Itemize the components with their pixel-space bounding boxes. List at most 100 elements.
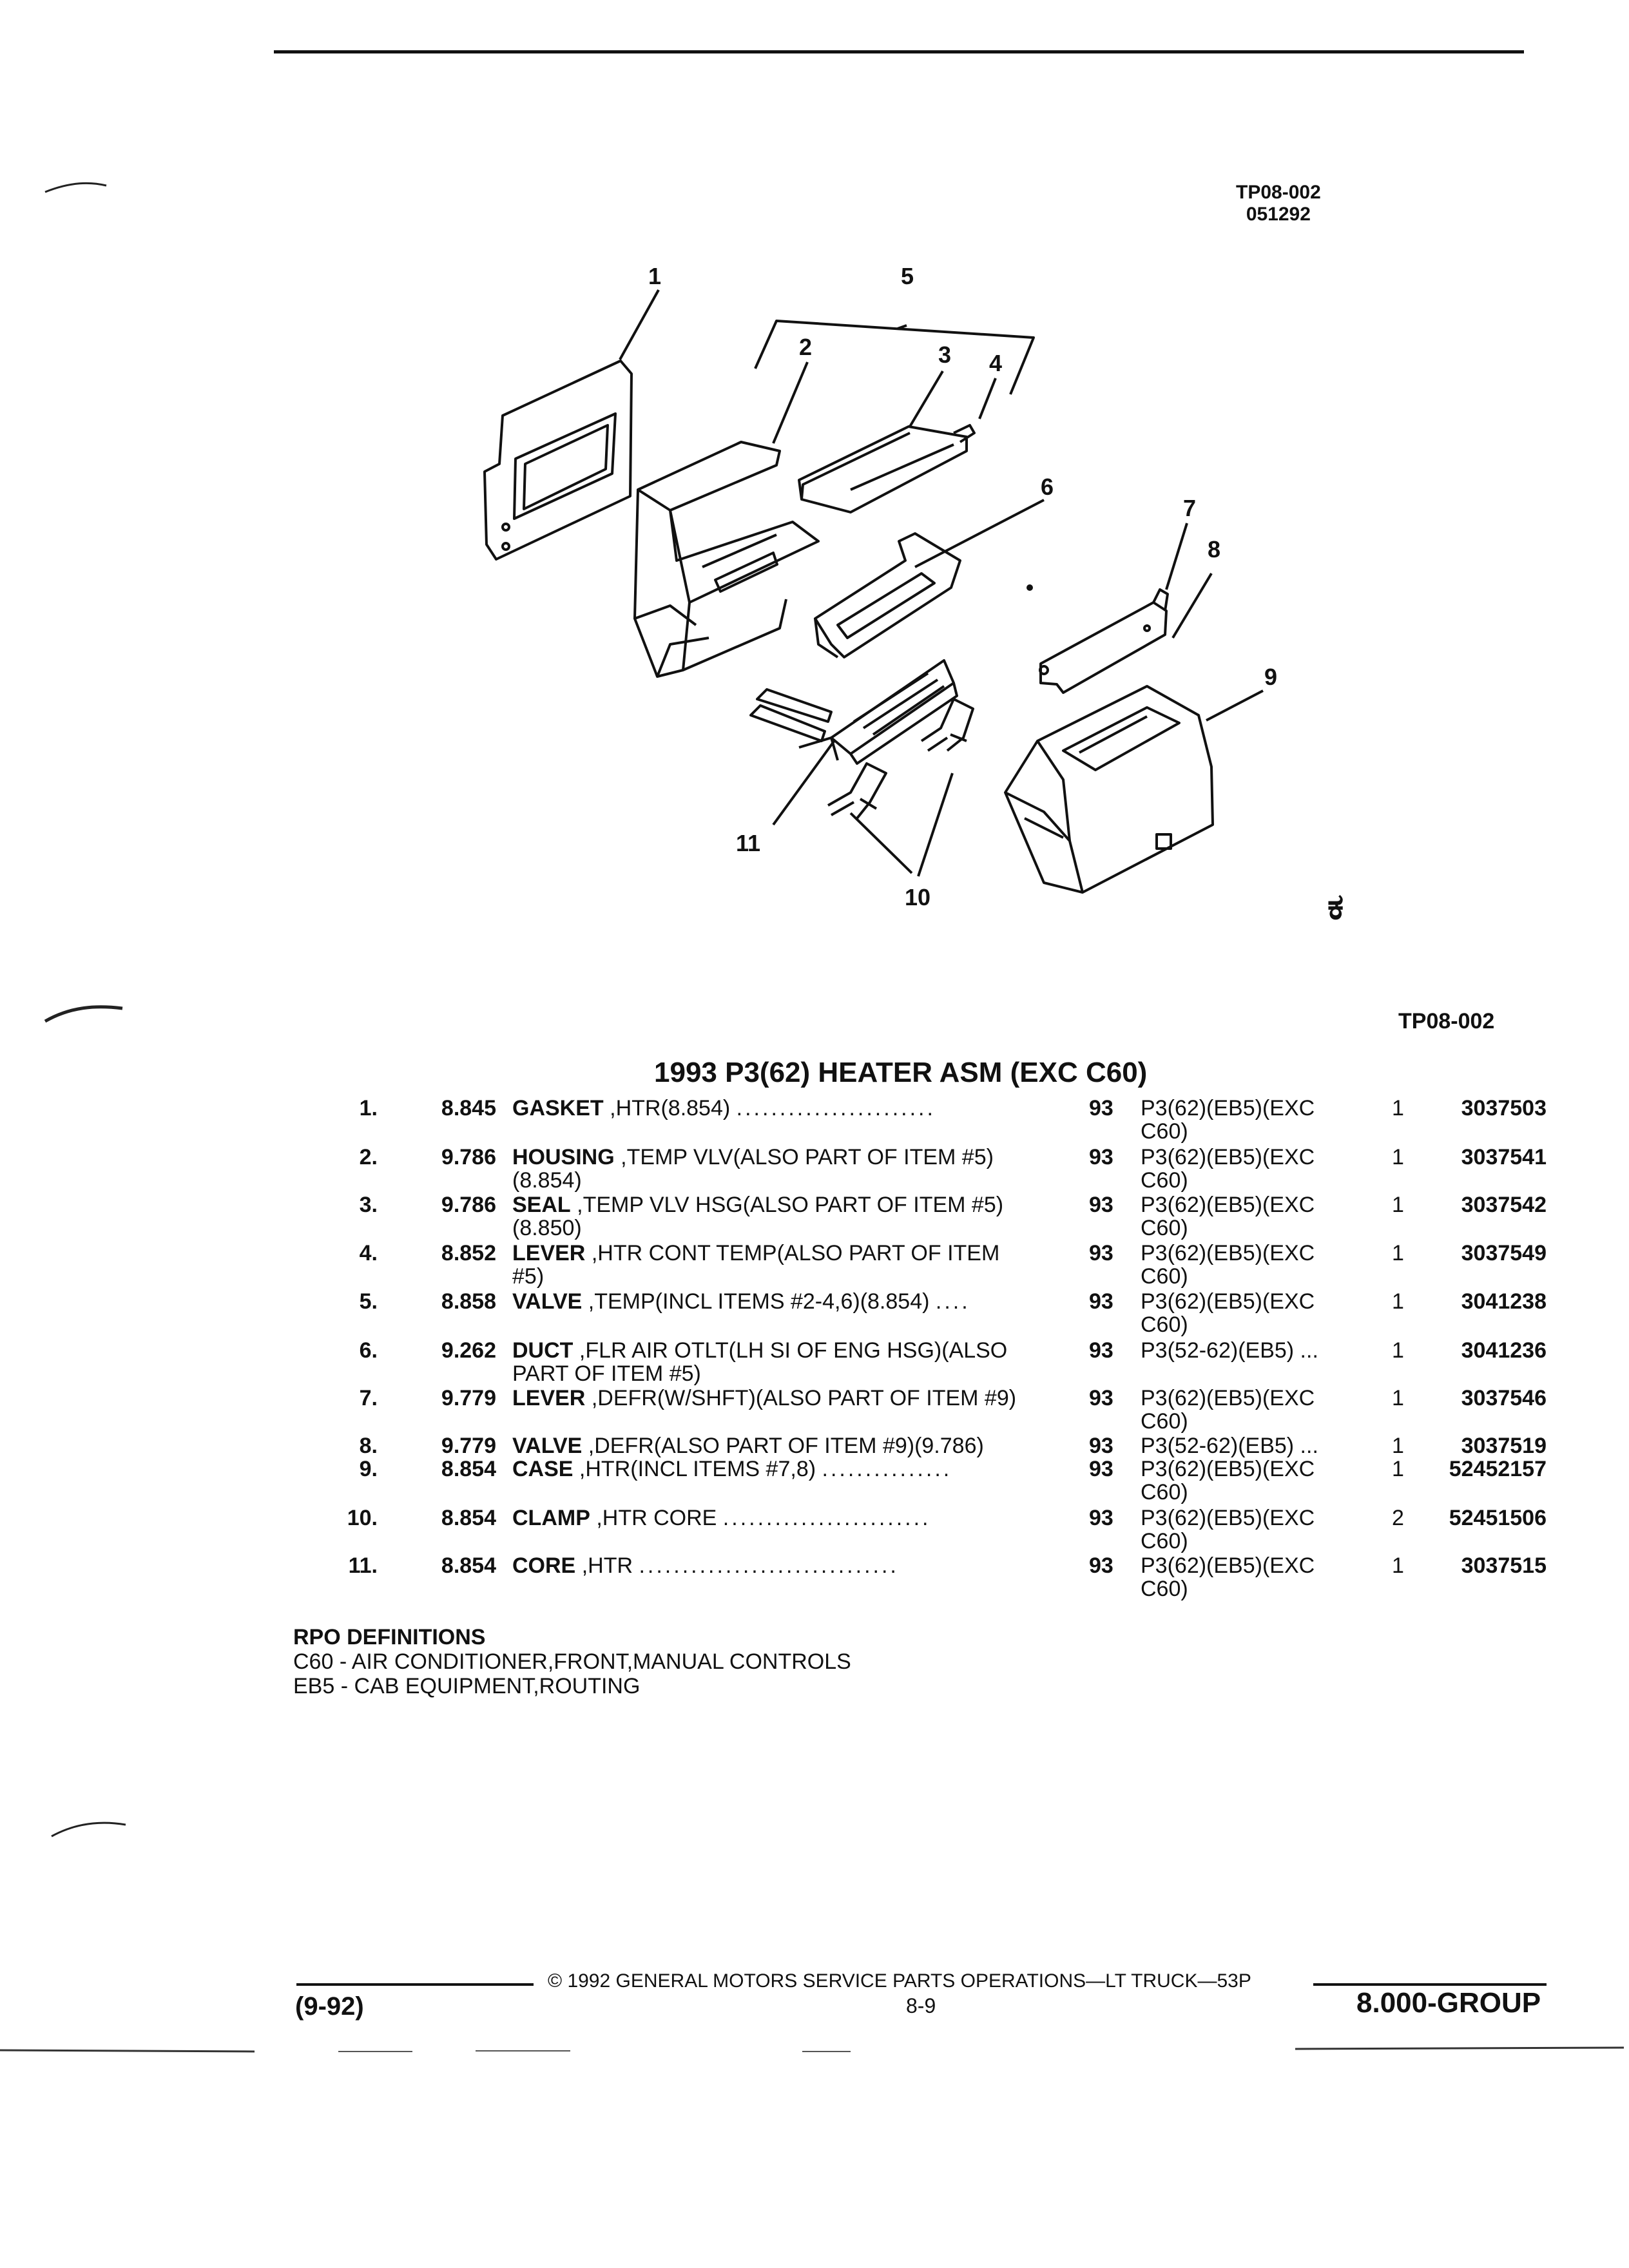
model-year: 93: [1089, 1386, 1113, 1410]
leader-dots: .......................: [736, 1096, 936, 1120]
application: P3(62)(EB5)(EXC C60): [1141, 1457, 1315, 1504]
model-year: 93: [1089, 1553, 1113, 1578]
part-description: LEVER ,DEFR(W/SHFT)(ALSO PART OF ITEM #9…: [512, 1387, 1034, 1410]
item-number: 2.: [359, 1145, 378, 1169]
lever-shape: [953, 424, 976, 443]
quantity: 1: [1392, 1289, 1404, 1314]
part-name: HOUSING: [512, 1145, 615, 1169]
part-number: 3037549: [1461, 1241, 1547, 1265]
group-number: 8.852: [441, 1241, 496, 1265]
part-detail: ,HTR CORE: [596, 1506, 717, 1530]
callout-5: 5: [901, 263, 914, 289]
revision-date: (9-92): [295, 1992, 364, 2021]
part-name: DUCT: [512, 1338, 574, 1363]
part-detail: ,HTR: [581, 1553, 633, 1578]
part-description: GASKET ,HTR(8.854) .....................…: [512, 1097, 1034, 1120]
callout-7: 7: [1183, 495, 1197, 521]
application: P3(62)(EB5)(EXC C60): [1141, 1241, 1315, 1289]
section-title: 1993 P3(62) HEATER ASM (EXC C60): [654, 1057, 1148, 1088]
quantity: 2: [1392, 1506, 1404, 1530]
application: P3(62)(EB5)(EXC C60): [1141, 1145, 1315, 1193]
part-name: VALVE: [512, 1289, 583, 1314]
copyright-line: © 1992 GENERAL MOTORS SERVICE PARTS OPER…: [548, 1970, 1251, 1992]
quantity: 1: [1392, 1434, 1404, 1458]
part-detail: ,HTR CONT TEMP(ALSO PART OF ITEM #5): [512, 1241, 1000, 1289]
part-description: CLAMP ,HTR CORE ........................: [512, 1506, 1034, 1530]
item-number: 10.: [347, 1506, 378, 1530]
group-number: 9.786: [441, 1145, 496, 1169]
application: P3(52-62)(EB5) ...: [1141, 1338, 1318, 1363]
part-description: VALVE ,TEMP(INCL ITEMS #2-4,6)(8.854) ..…: [512, 1290, 1034, 1313]
scan-edge-lines: [0, 2046, 1624, 2053]
quantity: 1: [1392, 1241, 1404, 1265]
item-number: 11.: [348, 1553, 378, 1578]
callout-10: 10: [905, 884, 931, 910]
callout-2: 2: [799, 334, 813, 360]
part-number: 3041238: [1461, 1289, 1547, 1314]
part-description: VALVE ,DEFR(ALSO PART OF ITEM #9)(9.786): [512, 1434, 1034, 1457]
reference-code: TP08-002: [1398, 1009, 1495, 1033]
part-number: 3037546: [1461, 1386, 1547, 1410]
illustration-code: TP08-002 051292: [1236, 182, 1321, 226]
top-rule: [274, 50, 1524, 53]
rpo-line: EB5 - CAB EQUIPMENT,ROUTING: [293, 1674, 641, 1698]
model-year: 93: [1089, 1338, 1113, 1363]
core-shape: [749, 659, 958, 765]
part-description: HOUSING ,TEMP VLV(ALSO PART OF ITEM #5) …: [512, 1146, 1034, 1192]
callout-3: 3: [938, 341, 952, 368]
quantity: 1: [1392, 1096, 1404, 1120]
group-number: 8.854: [441, 1506, 496, 1530]
part-description: LEVER ,HTR CONT TEMP(ALSO PART OF ITEM #…: [512, 1242, 1034, 1288]
part-detail: ,DEFR(ALSO PART OF ITEM #9)(9.786): [588, 1434, 984, 1458]
group-number: 8.854: [441, 1553, 496, 1578]
application: P3(62)(EB5)(EXC C60): [1141, 1193, 1315, 1240]
leader-dots: ........................: [722, 1506, 931, 1530]
case-shape: [1004, 685, 1214, 894]
part-number: 52452157: [1449, 1457, 1547, 1481]
part-detail: ,DEFR(W/SHFT)(ALSO PART OF ITEM #9): [591, 1386, 1017, 1410]
item-number: 1.: [359, 1096, 378, 1120]
illustration-code-line1: TP08-002: [1236, 182, 1321, 203]
part-number: 3037541: [1461, 1145, 1547, 1169]
model-year: 93: [1089, 1506, 1113, 1530]
part-detail: ,TEMP VLV(ALSO PART OF ITEM #5) (8.854): [512, 1145, 994, 1193]
part-description: CORE ,HTR ..............................: [512, 1554, 1034, 1577]
part-detail: ,HTR(8.854): [610, 1096, 731, 1120]
leader-dots: ...............: [822, 1457, 952, 1481]
rpo-line: C60 - AIR CONDITIONER,FRONT,MANUAL CONTR…: [293, 1649, 851, 1674]
part-detail: ,HTR(INCL ITEMS #7,8): [579, 1457, 816, 1481]
group-number: 8.858: [441, 1289, 496, 1314]
part-name: LEVER: [512, 1386, 586, 1410]
part-description: SEAL ,TEMP VLV HSG(ALSO PART OF ITEM #5)…: [512, 1193, 1034, 1240]
item-number: 4.: [359, 1241, 378, 1265]
quantity: 1: [1392, 1553, 1404, 1578]
part-number: 3037519: [1461, 1434, 1547, 1458]
group-number: 9.779: [441, 1434, 496, 1458]
quantity: 1: [1392, 1457, 1404, 1481]
illustration-code-line2: 051292: [1246, 204, 1311, 225]
model-year: 93: [1089, 1193, 1113, 1217]
application: P3(52-62)(EB5) ...: [1141, 1434, 1318, 1458]
page-number: 8-9: [906, 1994, 936, 2017]
application: P3(62)(EB5)(EXC C60): [1141, 1553, 1315, 1601]
application: P3(62)(EB5)(EXC C60): [1141, 1096, 1315, 1144]
part-number: 3037515: [1461, 1553, 1547, 1578]
model-year: 93: [1089, 1434, 1113, 1458]
defr-valve-shape: [1039, 588, 1169, 694]
quantity: 1: [1392, 1386, 1404, 1410]
model-year: 93: [1089, 1457, 1113, 1481]
model-year: 93: [1089, 1096, 1113, 1120]
callout-4: 4: [989, 350, 1003, 376]
group-label: 8.000-GROUP: [1356, 1987, 1541, 2019]
part-description: DUCT ,FLR AIR OTLT(LH SI OF ENG HSG)(ALS…: [512, 1339, 1034, 1385]
leader-dots: ..............................: [639, 1553, 899, 1578]
seal-shape: [798, 425, 968, 514]
footer-rule-left: [296, 1983, 534, 1986]
application: P3(62)(EB5)(EXC C60): [1141, 1386, 1315, 1434]
leader-dots: ....: [935, 1289, 970, 1314]
housing-shape: [633, 441, 820, 678]
heater-exploded-diagram: [483, 289, 1264, 894]
quantity: 1: [1392, 1338, 1404, 1363]
callout-8: 8: [1208, 536, 1221, 562]
part-name: LEVER: [512, 1241, 586, 1265]
